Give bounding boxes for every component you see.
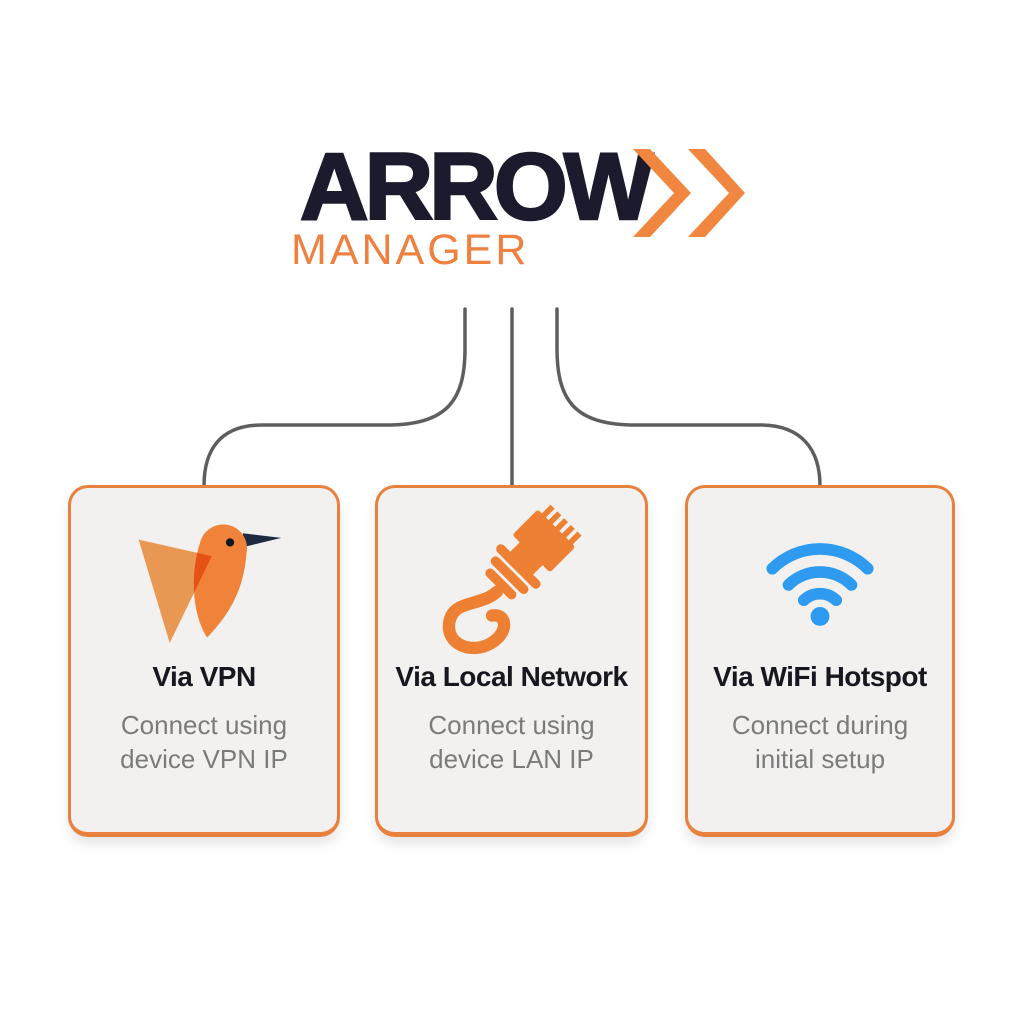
logo-title: ARROW bbox=[299, 134, 655, 240]
card-via-wifi-hotspot[interactable]: Via WiFi Hotspot Connect during initial … bbox=[685, 485, 955, 837]
logo-subtitle: MANAGER bbox=[291, 226, 530, 274]
card-description-line1: Connect using bbox=[120, 709, 288, 740]
hummingbird-icon bbox=[71, 488, 337, 660]
double-chevron-right-icon bbox=[633, 149, 745, 237]
card-title: Via VPN bbox=[152, 661, 256, 692]
card-title: Via WiFi Hotspot bbox=[713, 661, 927, 692]
card-title: Via Local Network bbox=[395, 661, 628, 692]
wifi-icon bbox=[688, 488, 952, 660]
card-description: Connect using device LAN IP bbox=[428, 709, 594, 777]
ethernet-cable-icon bbox=[378, 488, 645, 660]
card-via-vpn[interactable]: Via VPN Connect using device VPN IP bbox=[68, 485, 340, 837]
connector-left bbox=[202, 307, 467, 488]
card-description: Connect during initial setup bbox=[732, 709, 908, 777]
card-description-line2: device LAN IP bbox=[429, 743, 594, 774]
card-description-line1: Connect during bbox=[731, 709, 909, 740]
card-description-line2: initial setup bbox=[754, 743, 886, 774]
card-via-local-network[interactable]: Via Local Network Connect using device L… bbox=[375, 485, 648, 837]
card-description: Connect using device VPN IP bbox=[120, 709, 288, 777]
card-description-line1: Connect using bbox=[428, 709, 595, 740]
card-description-line2: device VPN IP bbox=[120, 743, 288, 774]
connector-right bbox=[555, 307, 822, 488]
